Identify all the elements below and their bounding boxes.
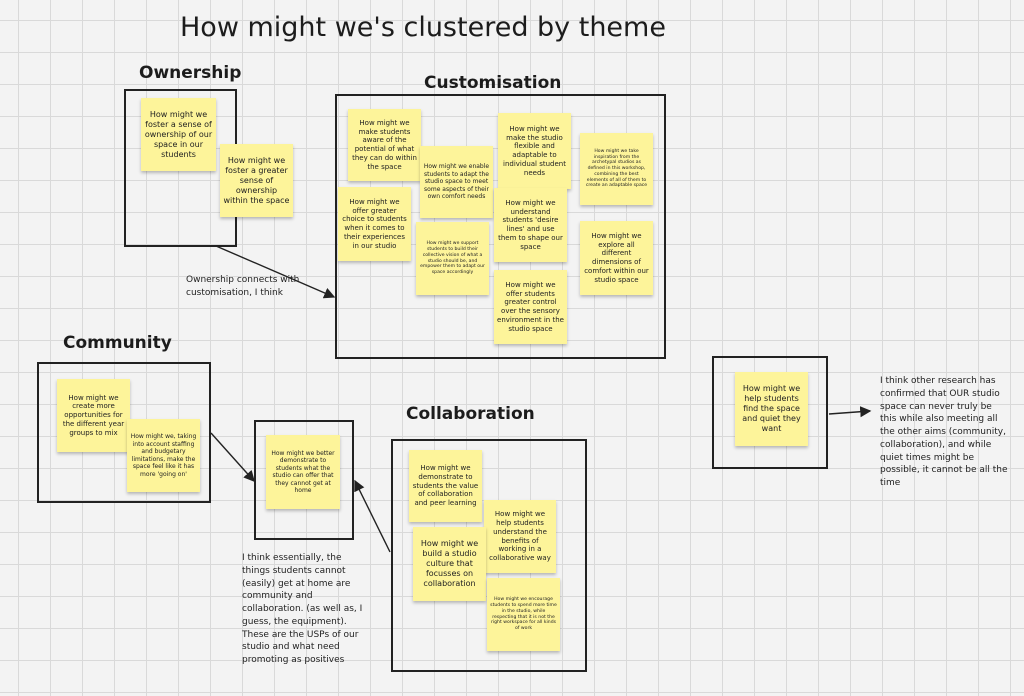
sticky-note[interactable]: How might we foster a greater sense of o… (220, 144, 293, 217)
customisation-heading: Customisation (424, 73, 562, 93)
quiet-frame[interactable] (712, 356, 828, 469)
community-to-usp-arrow[interactable] (210, 432, 255, 483)
sticky-note-text: How might we explore all different dimen… (584, 231, 649, 284)
usp-frame[interactable] (254, 420, 354, 540)
sticky-note[interactable]: How might we encourage students to spend… (487, 578, 560, 651)
sticky-note-text: How might we support students to build t… (420, 241, 485, 275)
sticky-note-text: How might we make students aware of the … (352, 118, 417, 171)
sticky-note[interactable]: How might we explore all different dimen… (580, 221, 653, 295)
community-frame[interactable] (37, 362, 211, 503)
ownership-to-customisation-arrow[interactable] (215, 245, 336, 299)
sticky-note[interactable]: How might we take inspiration from the a… (580, 133, 653, 205)
sticky-note-text: How might we enable students to adapt th… (423, 163, 490, 201)
ownership-heading: Ownership (139, 63, 242, 83)
sticky-note[interactable]: How might we demonstrate to students the… (409, 450, 482, 522)
sticky-note[interactable]: How might we offer students greater cont… (494, 270, 567, 344)
usp-reflection-comment: I think essentially, the things students… (242, 553, 363, 666)
ownership-link-comment: Ownership connects with customisation, I… (186, 275, 300, 298)
sticky-note-text: How might we understand students 'desire… (498, 198, 563, 251)
sticky-note-text: How might we better demonstrate to stude… (271, 449, 335, 495)
sticky-note-text: How might we help students understand th… (489, 510, 551, 562)
sticky-note[interactable]: How might we build a studio culture that… (413, 527, 486, 601)
sticky-note[interactable]: How might we better demonstrate to stude… (266, 435, 340, 509)
sticky-note[interactable]: How might we make the studio flexible an… (498, 113, 571, 189)
sticky-note[interactable]: How might we understand students 'desire… (494, 188, 567, 262)
sticky-note-text: How might we offer students greater cont… (497, 280, 564, 333)
sticky-note[interactable]: How might we help students find the spac… (735, 372, 808, 446)
sticky-note-text: How might we make the studio flexible an… (503, 124, 566, 177)
sticky-note[interactable]: How might we foster a sense of ownership… (141, 98, 216, 171)
sticky-note[interactable]: How might we support students to build t… (416, 222, 489, 295)
collaboration-to-usp-arrow[interactable] (354, 479, 391, 553)
collaboration-heading: Collaboration (406, 404, 535, 424)
sticky-note-text: How might we foster a greater sense of o… (223, 155, 290, 205)
sticky-note[interactable]: How might we offer greater choice to stu… (338, 187, 411, 261)
sticky-note-text: How might we encourage students to spend… (490, 597, 557, 631)
sticky-note[interactable]: How might we enable students to adapt th… (420, 146, 493, 218)
quiet-to-comment-arrow[interactable] (828, 406, 872, 418)
board-title: How might we's clustered by theme (180, 12, 666, 43)
sticky-note-text: How might we foster a sense of ownership… (144, 109, 213, 159)
quiet-reflection-comment: I think other research has confirmed tha… (880, 376, 1008, 489)
sticky-note-text: How might we offer greater choice to stu… (342, 197, 407, 250)
sticky-note-text: How might we help students find the spac… (742, 384, 801, 433)
sticky-note-text: How might we take inspiration from the a… (585, 148, 648, 189)
sticky-note-text: How might we create more opportunities f… (62, 393, 125, 437)
sticky-note-text: How might we, taking into account staffi… (130, 433, 197, 478)
community-heading: Community (63, 333, 172, 353)
sticky-note-text: How might we demonstrate to students the… (412, 464, 479, 508)
sticky-note-text: How might we build a studio culture that… (420, 539, 479, 588)
sticky-note[interactable]: How might we create more opportunities f… (57, 379, 130, 452)
sticky-note[interactable]: How might we help students understand th… (484, 500, 556, 573)
sticky-note[interactable]: How might we make students aware of the … (348, 109, 421, 181)
collaboration-frame[interactable] (391, 439, 587, 672)
sticky-note[interactable]: How might we, taking into account staffi… (127, 419, 200, 492)
customisation-frame[interactable] (335, 94, 666, 359)
